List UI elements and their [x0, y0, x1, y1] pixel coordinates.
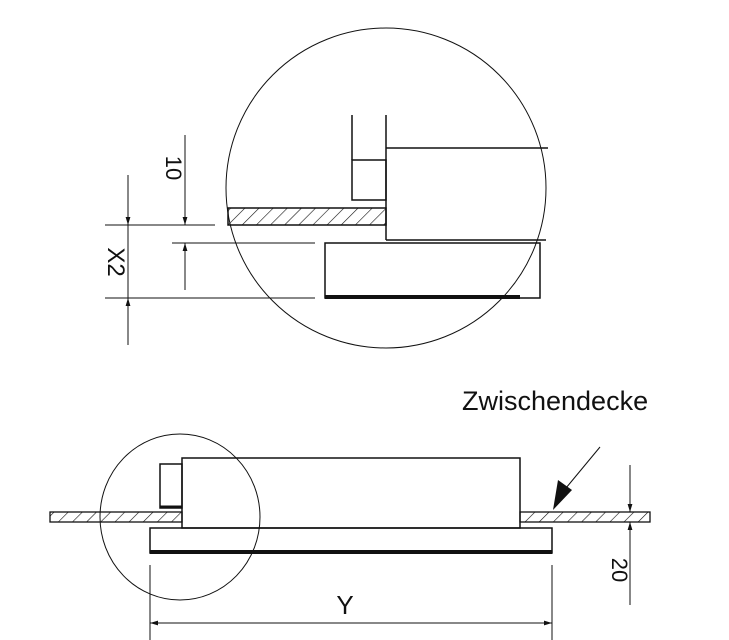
leader-arrow-icon: [553, 480, 572, 510]
detail-ceiling-slab: [227, 207, 387, 226]
unit-body: [181, 457, 521, 529]
left-ceiling-slab: [49, 511, 183, 523]
ceiling-plate: [149, 527, 553, 554]
dim-x2-label: X2: [102, 247, 129, 276]
detail-tab: [351, 159, 387, 201]
ceiling-label: Zwischendecke: [462, 386, 648, 416]
tab: [159, 463, 183, 509]
dim-10-label: 10: [161, 156, 186, 180]
dim-20-label: 20: [607, 558, 632, 582]
dim-y-label: Y: [336, 590, 353, 620]
main-view: [49, 433, 651, 640]
detail-circle: [225, 27, 547, 349]
detail-view: [105, 27, 548, 349]
detail-plate: [324, 242, 541, 299]
right-ceiling-slab: [519, 511, 651, 523]
